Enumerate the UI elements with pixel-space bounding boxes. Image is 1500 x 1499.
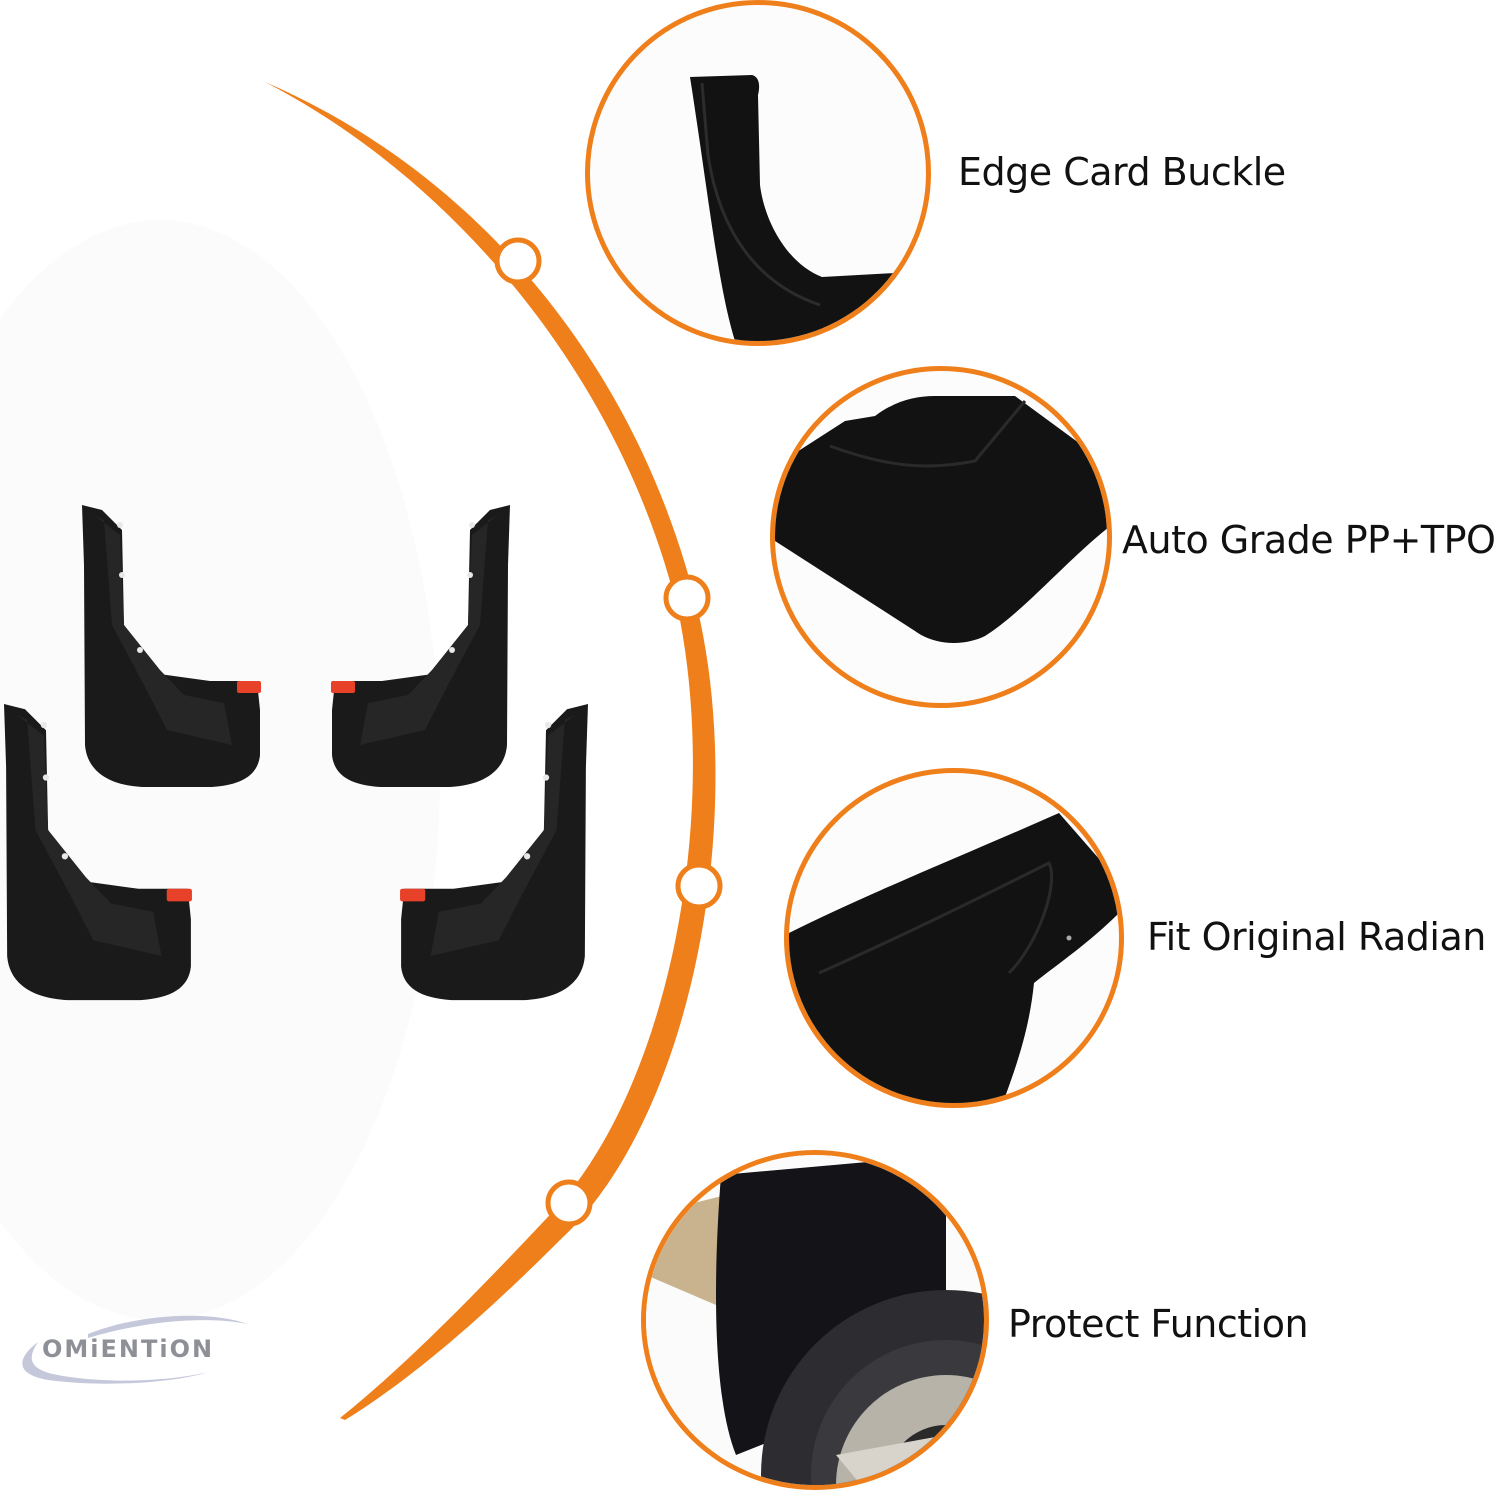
mud-flap-front-right	[331, 505, 510, 787]
mud-flap-front-left	[82, 505, 261, 787]
timeline-node-3	[675, 862, 723, 910]
feature-label-3: Fit Original Radian	[1147, 915, 1486, 959]
timeline-node-2	[663, 574, 711, 622]
timeline-node-4	[545, 1179, 593, 1227]
feature-image-fit-original-radian	[784, 768, 1124, 1108]
logo-swoosh-icon	[22, 1315, 248, 1384]
mud-flap-set-image	[4, 505, 588, 1001]
feature-image-protect-function	[641, 1150, 989, 1490]
feature-label-4: Protect Function	[1008, 1302, 1309, 1346]
timeline-nodes	[494, 237, 723, 1227]
feature-image-edge-card-buckle	[585, 0, 931, 346]
feature-label-1: Edge Card Buckle	[958, 150, 1286, 194]
brand-logo-text: OMiENTiON	[42, 1335, 215, 1363]
timeline-node-1	[494, 237, 542, 285]
brand-logo: OMiENTiON	[8, 1302, 258, 1392]
feature-label-2: Auto Grade PP+TPO	[1122, 518, 1496, 562]
feature-image-auto-grade-pp-tpo	[770, 366, 1112, 708]
